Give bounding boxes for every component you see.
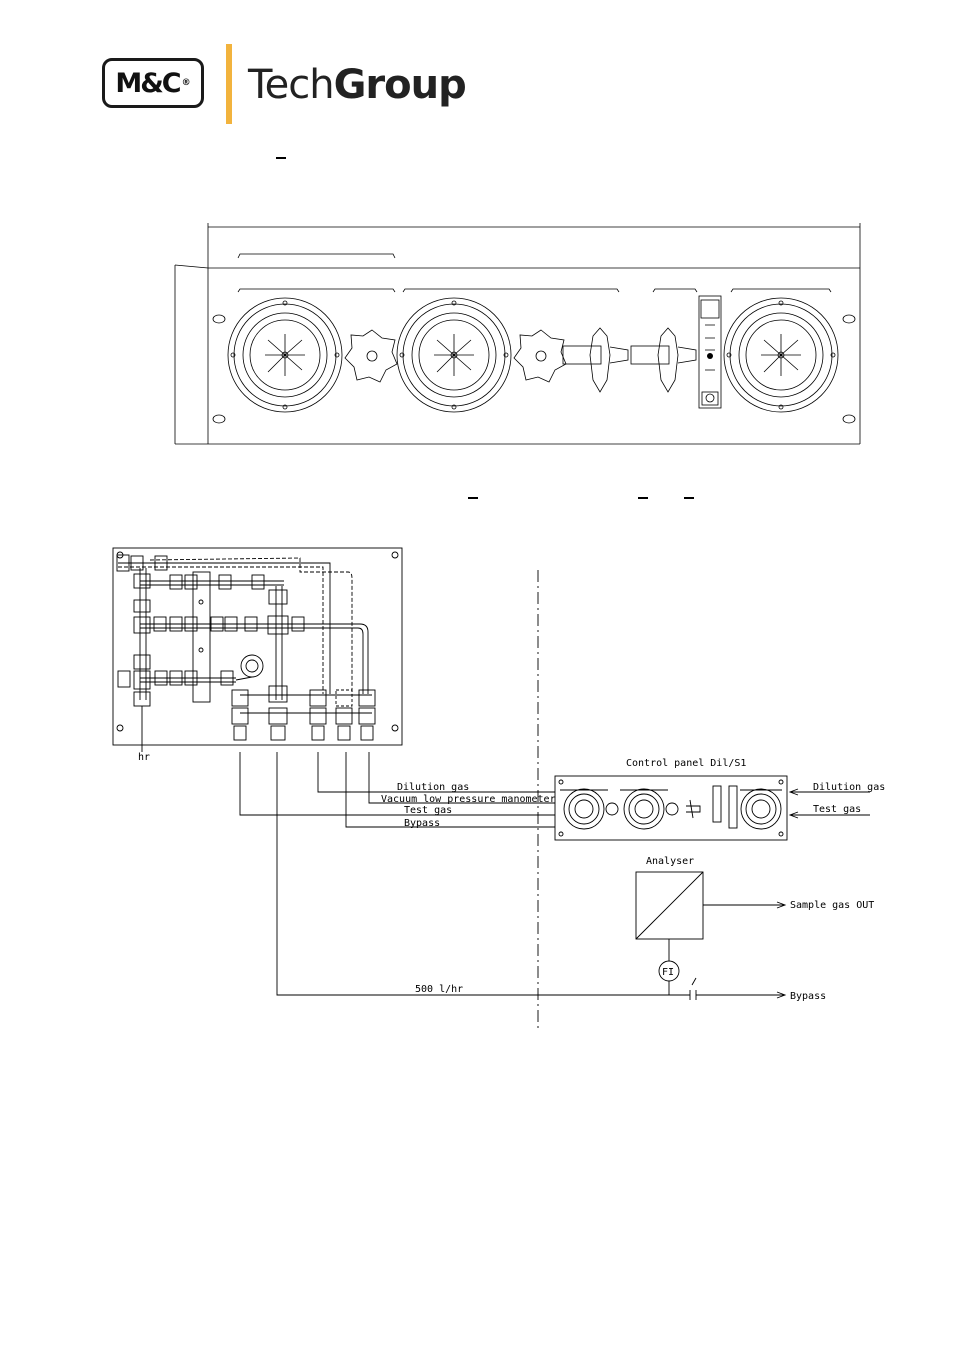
- line-label-dilution-gas: Dilution gas: [397, 782, 469, 793]
- control-panel-title: Control panel Dil/S1: [626, 758, 746, 769]
- input-label-test-gas: Test gas: [813, 804, 861, 815]
- logo-brand: M&C: [115, 67, 181, 99]
- analyser-label: Analyser: [646, 856, 694, 867]
- input-label-dilution-gas: Dilution gas: [813, 782, 885, 793]
- knob-2: [513, 329, 567, 383]
- logo-techgroup-text: TechGroup: [248, 62, 467, 108]
- output-label-sample-gas: Sample gas OUT: [790, 900, 874, 911]
- flow-rate-label: 500 l/hr: [415, 984, 463, 995]
- separator-dash: [684, 497, 694, 499]
- logo-group: Group: [333, 62, 467, 108]
- gauge-3: [723, 297, 839, 413]
- plate-label-hr: hr: [138, 752, 150, 763]
- knob-1: [344, 329, 398, 383]
- piping-schematic: hr Control panel Dil/S1 Dilution gas Vac…: [112, 547, 885, 1030]
- mc-techgroup-logo: M&C® TechGroup: [100, 44, 467, 126]
- output-label-bypass: Bypass: [790, 991, 826, 1002]
- separator-dash: [468, 497, 478, 499]
- mc-logo-box: M&C®: [102, 58, 204, 108]
- logo-divider-bar: [226, 44, 232, 124]
- logo-tech: Tech: [248, 62, 335, 108]
- line-label-test-gas: Test gas: [404, 805, 452, 816]
- line-label-vacuum: Vacuum low pressure manometer: [381, 794, 556, 805]
- separator-dash: [638, 497, 648, 499]
- logo-registered: ®: [181, 78, 191, 88]
- flowmeter: [698, 295, 722, 409]
- separator-dash: [276, 157, 286, 159]
- valve-handle-1: [562, 327, 629, 393]
- front-panel-drawing: [174, 223, 861, 445]
- line-label-bypass: Bypass: [404, 818, 440, 829]
- gauge-2: [396, 297, 512, 413]
- valve-handle-2: [630, 327, 697, 393]
- gauge-1: [227, 297, 343, 413]
- fittings: [116, 554, 376, 741]
- flow-indicator-label: FI: [662, 967, 674, 978]
